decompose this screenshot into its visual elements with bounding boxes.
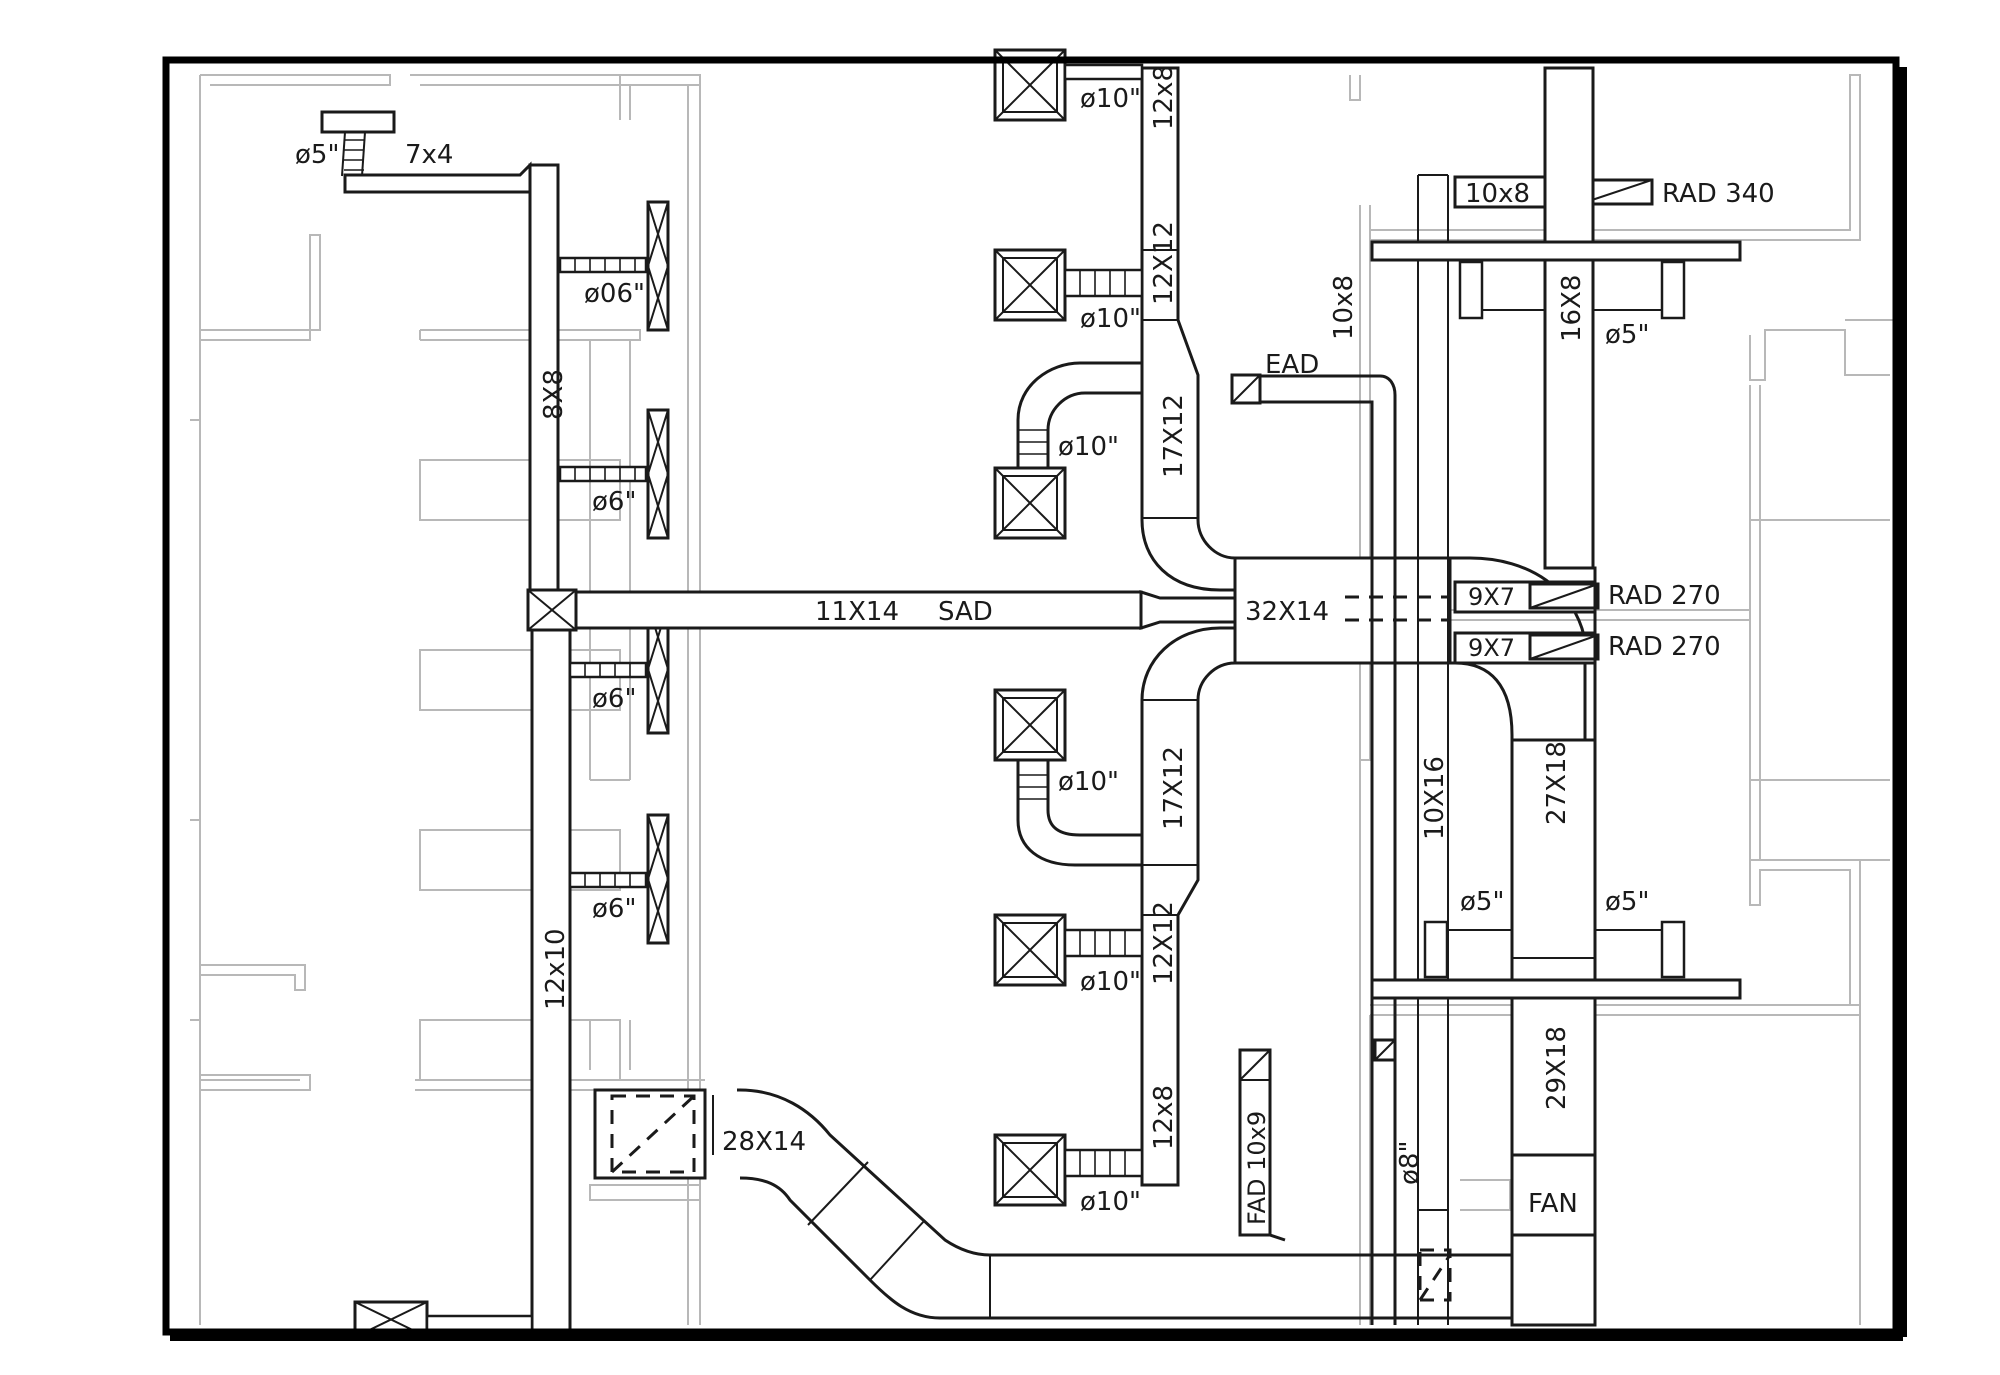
label-d8-vertical: ø8" (1395, 1141, 1425, 1185)
label-rad-270-a: RAD 270 (1608, 581, 1721, 611)
label-rad-340: RAD 340 (1662, 179, 1775, 209)
label-d10-c: ø10" (1058, 432, 1119, 462)
label-12x8-top: 12x8 (1149, 65, 1179, 130)
label-ead: EAD (1265, 350, 1319, 380)
label-d5-r2: ø5" (1605, 887, 1649, 917)
label-d5-l2: ø5" (1460, 887, 1504, 917)
label-10x8-vertical: 10x8 (1329, 275, 1359, 340)
ductwork (320, 48, 1742, 1339)
label-d6-b: ø6" (592, 684, 636, 714)
label-11x14: 11X14 (815, 597, 899, 627)
label-17x12-bot: 17X12 (1159, 746, 1189, 830)
label-d5-r1: ø5" (1605, 320, 1649, 350)
label-d10-f: ø10" (1080, 1187, 1141, 1217)
label-10x8-horizontal: 10x8 (1465, 179, 1530, 209)
label-d10-top: ø10" (1080, 84, 1141, 114)
label-sad: SAD (938, 597, 993, 627)
label-d10-e: ø10" (1080, 967, 1141, 997)
label-27x18: 27X18 (1542, 741, 1572, 825)
label-fad: FAD 10x9 (1243, 1111, 1271, 1225)
label-7x4: 7x4 (405, 140, 453, 170)
label-16x8: 16X8 (1557, 275, 1587, 342)
label-10x16: 10X16 (1420, 756, 1450, 840)
label-d6-a: ø6" (592, 487, 636, 517)
label-12x8-bot: 12x8 (1149, 1085, 1179, 1150)
label-d06: ø06" (584, 279, 645, 309)
label-d10-b: ø10" (1080, 304, 1141, 334)
label-rad-270-b: RAD 270 (1608, 632, 1721, 662)
label-29x18: 29X18 (1542, 1026, 1572, 1110)
duct-labels: ø5" 7x4 ø06" 8X8 ø6" ø6" ø6" 12x10 11X14… (295, 65, 1775, 1225)
label-12x10: 12x10 (541, 928, 571, 1010)
label-32x14: 32X14 (1245, 597, 1329, 627)
label-28x14: 28X14 (722, 1127, 806, 1157)
label-12x12-bot: 12X12 (1149, 901, 1179, 985)
label-9x7-b: 9X7 (1468, 634, 1515, 662)
label-12x12-top: 12X12 (1149, 221, 1179, 305)
label-d10-d: ø10" (1058, 767, 1119, 797)
label-8x8: 8X8 (539, 369, 569, 420)
label-17x12-top: 17X12 (1159, 394, 1189, 478)
label-d6-c: ø6" (592, 894, 636, 924)
label-fan: FAN (1528, 1189, 1578, 1219)
drawing-frame (162, 56, 1907, 1341)
label-9x7-a: 9X7 (1468, 583, 1515, 611)
label-d5-top: ø5" (295, 140, 339, 170)
